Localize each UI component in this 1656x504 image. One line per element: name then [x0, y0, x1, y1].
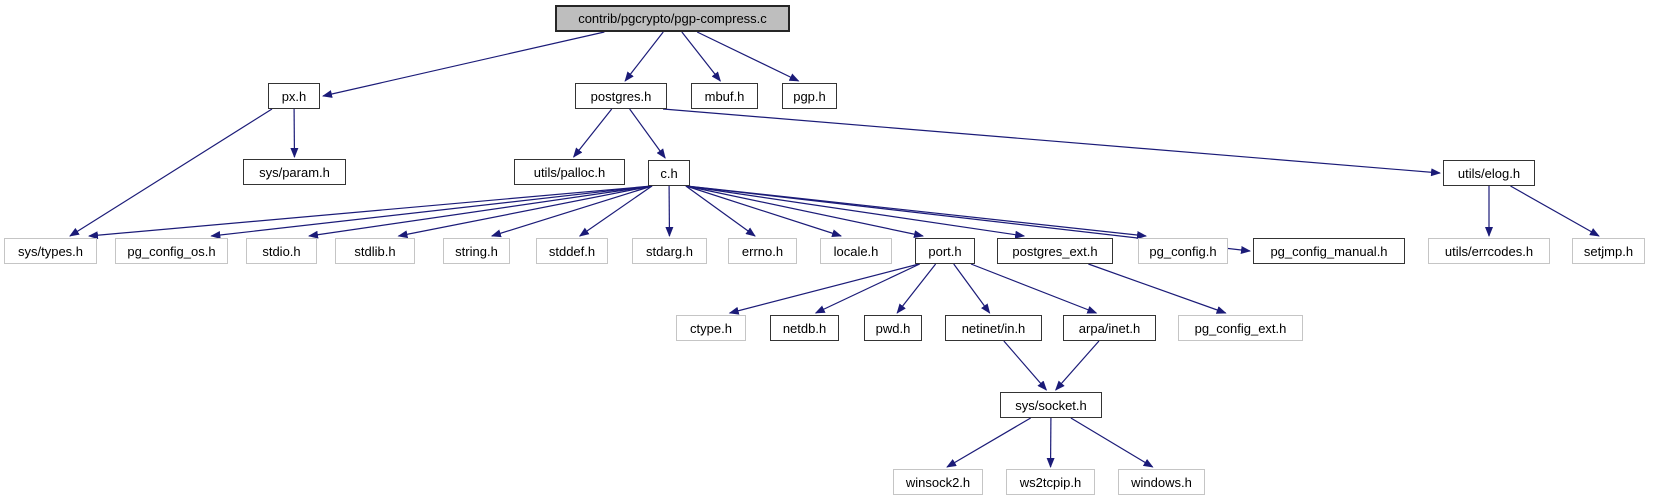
node-stdarg-h[interactable]: stdarg.h: [632, 238, 707, 264]
node-stddef-h[interactable]: stddef.h: [536, 238, 608, 264]
node-pwd-h[interactable]: pwd.h: [864, 315, 922, 341]
node-postgres-h[interactable]: postgres.h: [575, 83, 667, 109]
node-pg-config-h[interactable]: pg_config.h: [1138, 238, 1228, 264]
edge-c-h-to-stdlib-h: [397, 185, 653, 239]
edge-c-h-to-pg-config-os-h: [210, 185, 653, 239]
node-stdio-h[interactable]: stdio.h: [246, 238, 317, 264]
node-windows-h[interactable]: windows.h: [1118, 469, 1205, 495]
node-pg-config-os-h[interactable]: pg_config_os.h: [115, 238, 228, 264]
edge-c-h-to-sys-types-h: [88, 185, 653, 240]
edge-port-h-to-netdb-h: [814, 263, 920, 314]
edge-port-h-to-ctype-h: [728, 263, 920, 315]
edge-postgres-ext-h-to-pg-config-ext-h: [1088, 263, 1227, 314]
node-root[interactable]: contrib/pgcrypto/pgp-compress.c: [555, 5, 790, 32]
edge-root-to-mbuf-h: [681, 31, 721, 82]
node-utils-palloc-h[interactable]: utils/palloc.h: [514, 159, 625, 185]
node-locale-h[interactable]: locale.h: [820, 238, 892, 264]
edge-c-h-to-port-h: [685, 185, 924, 239]
edge-port-h-to-netinet-in-h: [953, 263, 991, 314]
edge-utils-elog-h-to-setjmp-h: [1510, 185, 1600, 237]
node-px-h[interactable]: px.h: [268, 83, 320, 109]
edge-c-h-to-errno-h: [685, 185, 756, 237]
edge-root-to-px-h: [322, 31, 605, 98]
edge-port-h-to-pwd-h: [896, 263, 937, 314]
node-netdb-h[interactable]: netdb.h: [770, 315, 839, 341]
node-sys-socket-h[interactable]: sys/socket.h: [1000, 392, 1102, 418]
node-arpa-inet-h[interactable]: arpa/inet.h: [1063, 315, 1156, 341]
node-pgp-h[interactable]: pgp.h: [782, 83, 837, 109]
edge-sys-socket-h-to-winsock2-h: [946, 417, 1031, 468]
edge-c-h-to-string-h: [490, 185, 653, 238]
node-winsock2-h[interactable]: winsock2.h: [893, 469, 983, 495]
edge-postgres-h-to-c-h: [629, 108, 666, 159]
edge-root-to-pgp-h: [696, 31, 800, 82]
edge-c-h-to-stdio-h: [308, 185, 653, 239]
edge-postgres-h-to-utils-palloc-h: [572, 108, 613, 158]
node-utils-elog-h[interactable]: utils/elog.h: [1443, 160, 1535, 186]
node-ctype-h[interactable]: ctype.h: [676, 315, 746, 341]
edge-c-h-to-locale-h: [685, 185, 842, 238]
node-sys-types-h[interactable]: sys/types.h: [4, 238, 97, 264]
edge-netinet-in-h-to-sys-socket-h: [1003, 340, 1048, 391]
node-pg-config-manual-h[interactable]: pg_config_manual.h: [1253, 238, 1405, 264]
node-string-h[interactable]: string.h: [443, 238, 510, 264]
node-c-h[interactable]: c.h: [648, 160, 690, 186]
node-sys-param-h[interactable]: sys/param.h: [243, 159, 346, 185]
node-pg-config-ext-h[interactable]: pg_config_ext.h: [1178, 315, 1303, 341]
edge-px-h-to-sys-types-h: [69, 108, 273, 237]
edge-c-h-to-stddef-h: [578, 185, 653, 237]
node-stdlib-h[interactable]: stdlib.h: [335, 238, 415, 264]
edge-sys-socket-h-to-windows-h: [1070, 417, 1154, 468]
edge-port-h-to-arpa-inet-h: [970, 263, 1098, 314]
edge-arpa-inet-h-to-sys-socket-h: [1055, 340, 1100, 391]
node-netinet-in-h[interactable]: netinet/in.h: [945, 315, 1042, 341]
node-utils-errcodes-h[interactable]: utils/errcodes.h: [1428, 238, 1550, 264]
node-port-h[interactable]: port.h: [915, 238, 975, 264]
node-errno-h[interactable]: errno.h: [728, 238, 797, 264]
node-postgres-ext-h[interactable]: postgres_ext.h: [997, 238, 1113, 264]
node-ws2tcpip-h[interactable]: ws2tcpip.h: [1006, 469, 1095, 495]
edge-c-h-to-postgres-ext-h: [685, 185, 1026, 239]
node-mbuf-h[interactable]: mbuf.h: [691, 83, 758, 109]
edge-root-to-postgres-h: [624, 31, 664, 82]
edge-postgres-h-to-utils-elog-h: [662, 108, 1441, 177]
node-setjmp-h[interactable]: setjmp.h: [1572, 238, 1645, 264]
